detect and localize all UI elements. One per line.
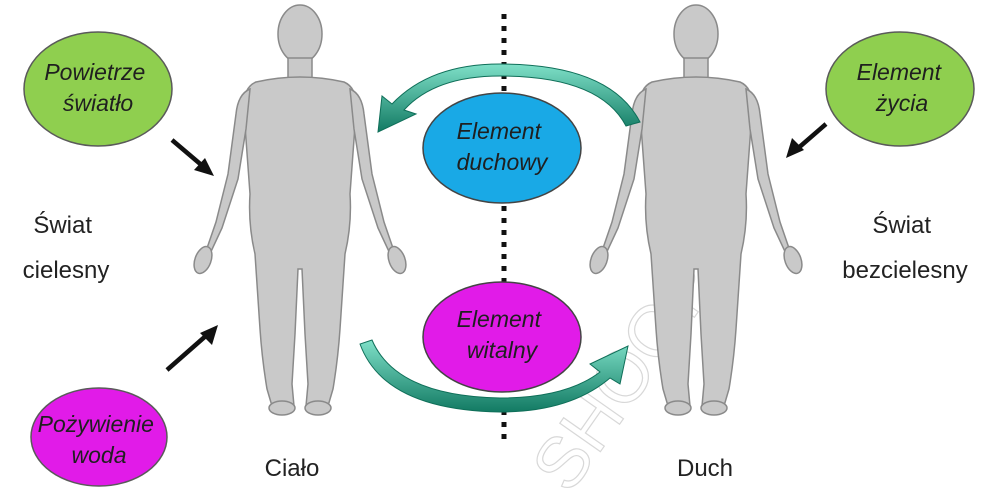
food-water-ellipse [31, 388, 167, 486]
arrow-food-to-body [167, 334, 208, 370]
air-light-ellipse [24, 32, 172, 146]
life-element-ellipse [826, 32, 974, 146]
spirit-caption: Duch [677, 455, 733, 482]
arrow-life-to-spirit [796, 124, 826, 150]
body-caption: Ciało [265, 455, 320, 482]
spiritual-element-ellipse [423, 93, 581, 203]
immaterial-world-label: Świat bezcielesny [842, 211, 967, 284]
material-world-label: Świat cielesny [23, 211, 110, 284]
arrowhead-life-to-spirit [786, 138, 804, 158]
arrowhead-food-to-body [200, 325, 218, 345]
